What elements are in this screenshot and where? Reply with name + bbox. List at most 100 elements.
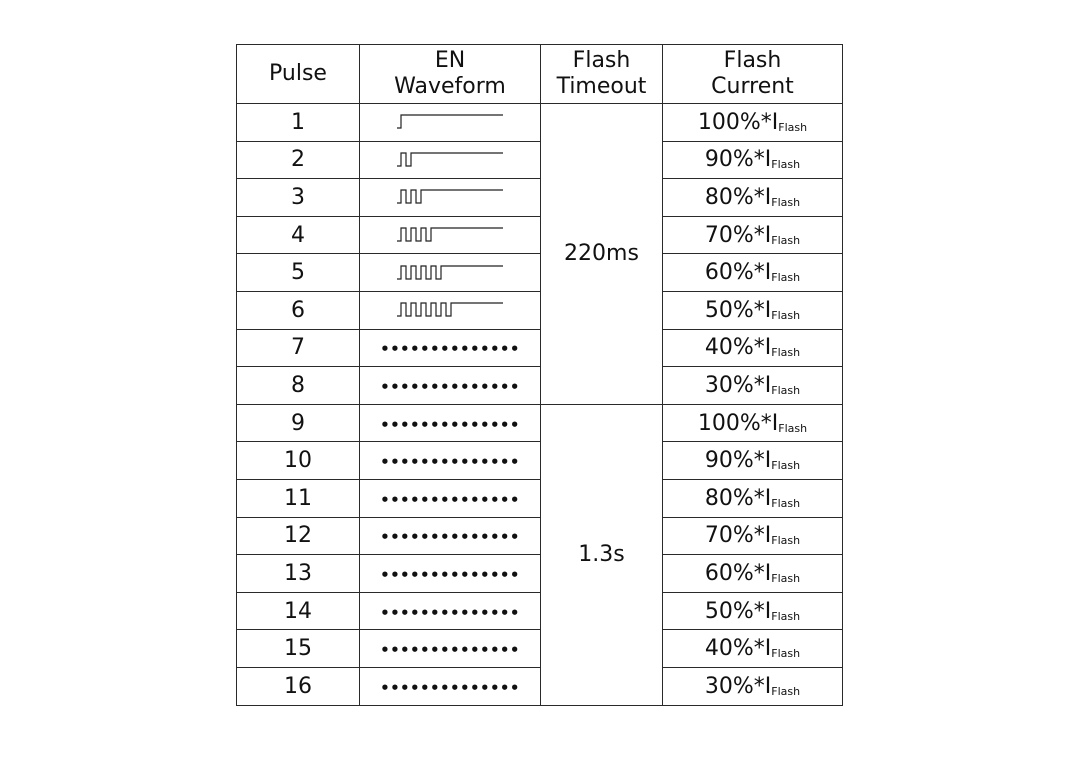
current-percent: 90% [704,147,754,173]
header-waveform-line2: Waveform [394,74,506,99]
current-subscript: Flash [771,346,801,360]
en-waveform-graphic [397,265,503,280]
waveform-cell: •••••••••••••• [359,666,541,706]
waveform-dots: •••••••••••••• [380,565,520,584]
current-percent: 90% [704,448,754,474]
table-row: 15 •••••••••••••• 40%*IFlash [236,629,843,668]
current-subscript: Flash [771,684,801,698]
flash-current-cell: 50%*IFlash [662,591,843,631]
header-timeout-line2: Timeout [556,74,647,99]
current-subscript: Flash [771,459,801,473]
current-symbol: *I [753,260,772,286]
waveform-dots: •••••••••••••• [380,415,520,434]
current-subscript: Flash [771,534,801,548]
current-subscript: Flash [771,308,801,322]
table-row: 2 90%*IFlash [236,140,843,180]
flash-pulse-table: Pulse EN Waveform Flash Timeout Flash Cu… [236,44,843,706]
pulse-cell: 4 [236,215,360,255]
header-row: Pulse EN Waveform Flash Timeout Flash Cu… [236,44,843,104]
current-symbol: *I [753,598,772,624]
flash-current-cell: 100%*IFlash [662,403,843,443]
waveform-cell [359,178,541,217]
current-symbol: *I [753,184,772,210]
header-waveform-line1: EN [434,48,466,73]
waveform-dots: •••••••••••••• [380,641,520,660]
header-flash-timeout: Flash Timeout [540,44,663,104]
waveform-dots: •••••••••••••• [380,453,520,472]
flash-current-cell: 100%*IFlash [662,103,843,142]
table-row: 16•••••••••••••• 30%*IFlash [236,666,843,706]
current-percent: 50% [704,297,754,323]
en-waveform-graphic [397,114,503,129]
current-symbol: *I [760,410,779,436]
pulse-cell: 9 [236,403,360,443]
current-subscript: Flash [778,421,808,435]
waveform-dots: •••••••••••••• [380,490,520,509]
current-percent: 100% [697,109,761,135]
flash-current-cell: 80%*IFlash [662,178,843,217]
current-percent: 50% [704,598,754,624]
current-subscript: Flash [771,647,801,661]
pulse-cell: 14 [236,591,360,631]
waveform-cell [359,290,541,330]
table-row: 6 50%*IFlash [236,290,843,330]
current-percent: 40% [704,636,754,662]
en-waveform-graphic [397,189,503,205]
waveform-cell: •••••••••••••• [359,629,541,668]
header-en-waveform: EN Waveform [359,44,541,104]
current-subscript: Flash [771,383,801,397]
flash-current-cell: 50%*IFlash [662,290,843,330]
waveform-cell: •••••••••••••• [359,554,541,593]
current-subscript: Flash [771,195,801,209]
header-pulse-label: Pulse [269,61,327,86]
flash-current-cell: 30%*IFlash [662,666,843,706]
waveform-dots: •••••••••••••• [380,340,520,359]
pulse-cell: 8 [236,366,360,405]
en-waveform-graphic [397,152,503,167]
current-percent: 30% [704,673,754,699]
pulse-cell: 15 [236,629,360,668]
current-percent: 70% [704,222,754,248]
flash-current-cell: 90%*IFlash [662,140,843,180]
pulse-cell: 16 [236,666,360,706]
flash-current-cell: 40%*IFlash [662,629,843,668]
flash-current-cell: 70%*IFlash [662,516,843,556]
pulse-cell: 11 [236,478,360,518]
table-row: 13••••••••••••••60%*IFlash [236,554,843,593]
table-row: 14 •••••••••••••• 50%*IFlash [236,591,843,631]
flash-current-cell: 70%*IFlash [662,215,843,255]
table-row: 10••••••••••••••90%*IFlash [236,441,843,480]
table-row: 8•••••••••••••• 30%*IFlash [236,366,843,405]
waveform-dots: •••••••••••••• [380,603,520,622]
waveform-cell: •••••••••••••• [359,591,541,631]
current-symbol: *I [753,297,772,323]
pulse-cell: 6 [236,290,360,330]
current-symbol: *I [753,222,772,248]
current-subscript: Flash [771,609,801,623]
flash-current-cell: 60%*IFlash [662,554,843,593]
pulse-cell: 1 [236,103,360,142]
current-symbol: *I [753,636,772,662]
current-symbol: *I [753,335,772,361]
current-subscript: Flash [771,158,801,172]
flash-current-cell: 60%*IFlash [662,253,843,292]
flash-current-cell: 80%*IFlash [662,478,843,518]
header-current-line2: Current [711,74,794,99]
waveform-cell: •••••••••••••• [359,478,541,518]
flash-current-cell: 30%*IFlash [662,366,843,405]
waveform-cell: •••••••••••••• [359,403,541,443]
current-symbol: *I [753,147,772,173]
waveform-cell [359,103,541,142]
pulse-cell: 10 [236,441,360,480]
current-symbol: *I [753,372,772,398]
pulse-cell: 2 [236,140,360,180]
current-percent: 70% [704,523,754,549]
waveform-cell: •••••••••••••• [359,366,541,405]
current-symbol: *I [753,523,772,549]
waveform-cell: •••••••••••••• [359,328,541,368]
pulse-cell: 7 [236,328,360,368]
current-percent: 100% [697,410,761,436]
